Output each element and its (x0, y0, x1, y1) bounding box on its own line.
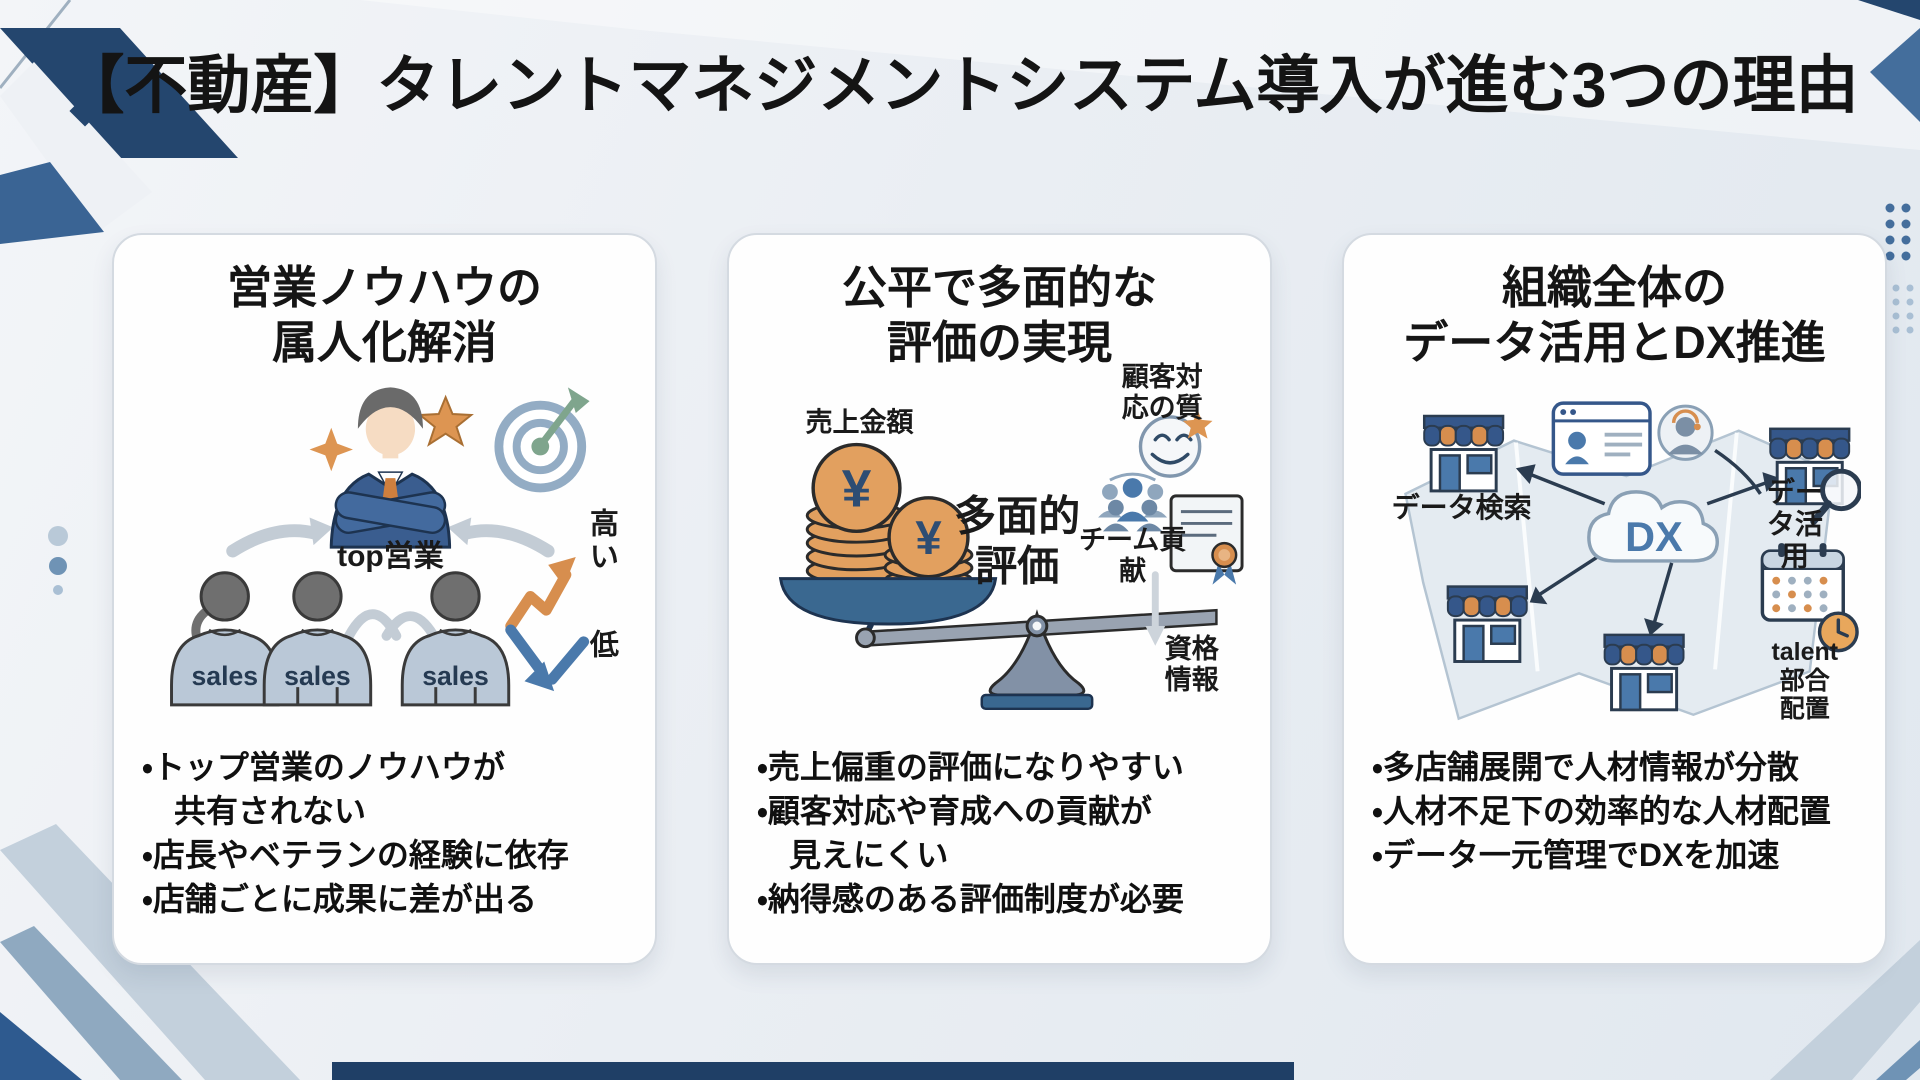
card-dx-promotion: 組織全体の データ活用とDX推進 (1342, 233, 1887, 965)
browser-profile-icon (1551, 401, 1652, 476)
page-title: 【不動産】タレントマネジメントシステム導入が進む3つの理由 (61, 51, 1859, 121)
card1-illustration: sales sales (138, 375, 631, 735)
target-icon (494, 387, 590, 493)
corner-band-decoration (0, 28, 238, 158)
sales-label: sales (191, 661, 258, 691)
card1-bullet-list: ・トップ営業のノウハウが 共有されない ・店長やベテランの経験に依存 ・店舗ごと… (138, 745, 631, 922)
bullet-item: ・売上偏重の評価になりやすい (757, 748, 1184, 785)
card1-illustration-graphic: sales sales (170, 387, 590, 707)
businessman-icon (329, 387, 452, 549)
circle-decoration (48, 526, 68, 546)
bullet-item: ・多店舗展開で人材情報が分散 (1372, 748, 1799, 785)
star-icon (417, 394, 474, 447)
network-arrows (1529, 448, 1769, 625)
store-icon (1603, 633, 1685, 712)
scroll-arrow-icon (1145, 571, 1166, 646)
yen-symbol: ¥ (915, 512, 942, 565)
curved-arrow-icon (226, 524, 555, 558)
dot-grid-decoration (1885, 203, 1911, 261)
dx-cloud-icon: DX (1587, 489, 1719, 563)
balance-scale-icon (778, 576, 1218, 710)
clock-icon (1817, 611, 1859, 653)
sales-label: sales (284, 661, 351, 691)
card-fair-evaluation: 公平で多面的な 評価の実現 ¥ (727, 233, 1272, 965)
card3-bullet-list: ・多店舗展開で人材情報が分散 ・人材不足下の効率的な人材配置 ・データ一元管理で… (1368, 745, 1861, 877)
bullet-item: ・顧客対応や育成への貢献が 見えにくい (757, 792, 1152, 874)
customer-quality-label: 顧客対応の質 (1121, 361, 1203, 423)
data-usage-label: データ活用 (1766, 476, 1823, 572)
card-title: 公平で多面的な 評価の実現 (841, 262, 1157, 368)
yen-symbol: ¥ (842, 459, 872, 518)
multifaceted-evaluation-label: 多面的 評価 (954, 492, 1081, 590)
dx-label: DX (1625, 514, 1683, 560)
certificate-icon (1169, 494, 1244, 585)
high-label: 高い (589, 508, 619, 574)
sales-person-icon: sales (400, 571, 511, 707)
card3-illustration-graphic: DX (1404, 401, 1861, 721)
card2-illustration-graphic: ¥ ¥ (778, 409, 1244, 710)
smiley-icon (1138, 409, 1213, 478)
card3-illustration: DX (1368, 375, 1861, 735)
top-sales-label: top営業 (337, 539, 444, 573)
low-label: 低 (589, 629, 619, 662)
arc-decoration (344, 609, 439, 641)
star-icon (1182, 409, 1213, 439)
card-sales-knowhow: 営業ノウハウの 属人化解消 (112, 233, 657, 965)
up-trend-arrow-icon (505, 556, 576, 632)
bottom-bar-decoration (332, 1062, 1294, 1080)
magnifier-icon (1810, 468, 1861, 525)
sales-person-icon: sales (170, 571, 280, 707)
bullet-item: ・納得感のある評価制度が必要 (757, 881, 1184, 918)
down-trend-arrow-icon (505, 624, 590, 691)
store-icon (1422, 414, 1505, 493)
store-icon (1446, 584, 1529, 663)
avatar-icon (1657, 404, 1714, 461)
card2-illustration: ¥ ¥ (753, 362, 1246, 735)
bullet-item: ・店長やベテランの経験に依存 (142, 837, 569, 874)
card-title: 組織全体の データ活用とDX推進 (1403, 262, 1826, 368)
coins-icon: ¥ ¥ (805, 442, 974, 594)
bullet-item: ・店舗ごとに成果に差が出る (142, 881, 537, 918)
talent-allocation-label: talent 部合配置 (1771, 637, 1839, 724)
team-contribution-label: チーム貢献 (1079, 524, 1187, 586)
qualification-label: 資格情報 (1164, 633, 1219, 695)
sales-label: sales (422, 661, 489, 691)
bullet-item: ・トップ営業のノウハウが 共有されない (142, 748, 505, 829)
card2-bullet-list: ・売上偏重の評価になりやすい ・顧客対応や育成への貢献が 見えにくい ・納得感の… (753, 745, 1246, 922)
team-icon (1098, 472, 1168, 532)
arrowhead (1515, 464, 1781, 636)
bullet-item: ・人材不足下の効率的な人材配置 (1372, 792, 1831, 829)
card-title: 営業ノウハウの 属人化解消 (226, 262, 542, 368)
sales-amount-label: 売上金額 (805, 407, 914, 438)
sparkle-icon (309, 427, 353, 471)
reason-cards: 営業ノウハウの 属人化解消 (112, 233, 1887, 965)
data-search-label: データ検索 (1391, 491, 1532, 523)
sales-person-icon: sales (262, 571, 373, 707)
bullet-item: ・データ一元管理でDXを加速 (1372, 837, 1780, 874)
calendar-icon (1760, 542, 1845, 622)
